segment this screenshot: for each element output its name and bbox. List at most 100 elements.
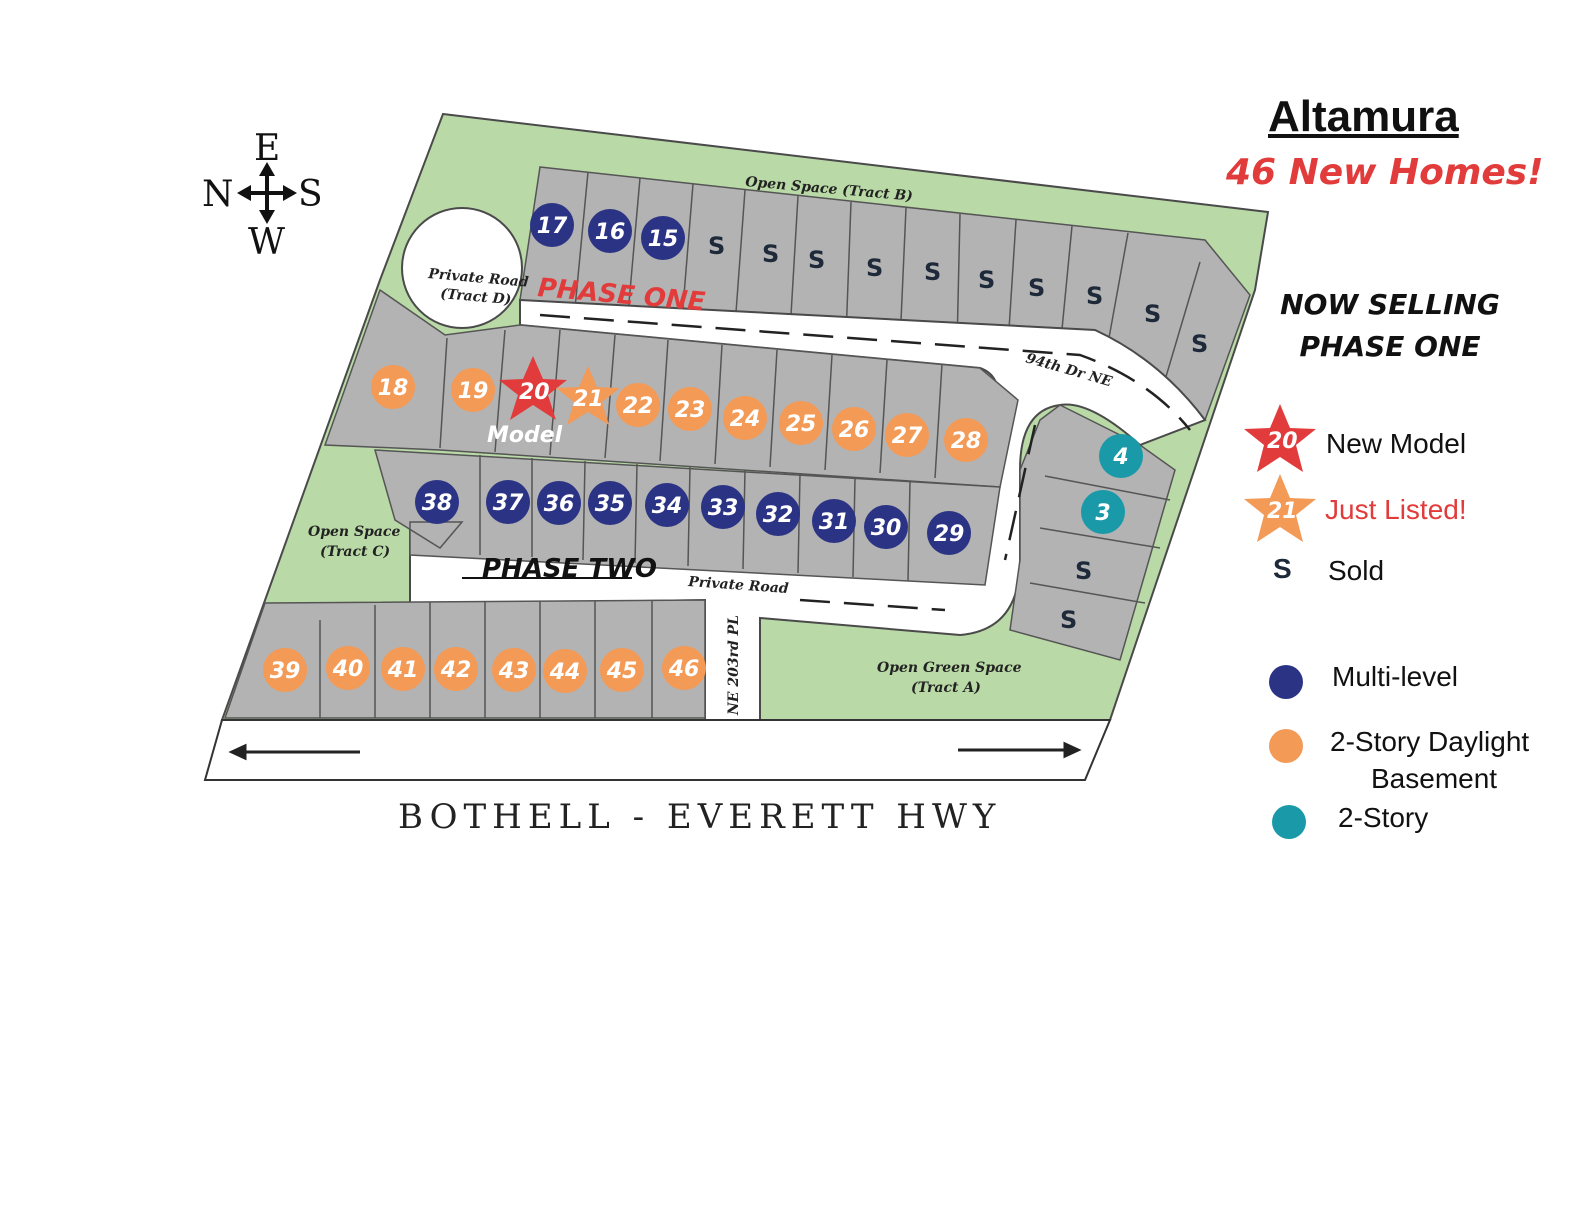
- lot-number: 45: [606, 659, 638, 684]
- lot-number: 19: [458, 379, 489, 404]
- lot-dot: [1081, 490, 1125, 534]
- sold-mark: S: [1060, 606, 1077, 634]
- lot-marker-44[interactable]: 44: [543, 649, 587, 693]
- lot-number: 27: [892, 424, 923, 449]
- lot-marker-38[interactable]: 38: [415, 480, 459, 524]
- sold-mark: S: [1075, 557, 1092, 585]
- sold-mark: S: [866, 254, 883, 282]
- lot-number: 15: [648, 227, 679, 252]
- lot-number: 39: [270, 659, 301, 684]
- lot-dot: [779, 401, 823, 445]
- lot-marker-34[interactable]: 34: [645, 483, 689, 527]
- compass-south: S: [298, 174, 323, 215]
- lot-marker-19[interactable]: 19: [451, 368, 495, 412]
- model-star: [499, 356, 567, 420]
- open-green-a-line1: Open Green Space: [877, 660, 1022, 676]
- lot-marker-24[interactable]: 24: [723, 396, 767, 440]
- lot-marker-43[interactable]: 43: [492, 648, 536, 692]
- lot-number: 3: [1095, 501, 1110, 526]
- lot-dot: [434, 647, 478, 691]
- legend-sold: Sold: [1328, 555, 1385, 586]
- now-selling-banner: NOW SELLING PHASE ONE: [1270, 284, 1510, 368]
- lot-dot: [641, 216, 685, 260]
- lot-marker-3[interactable]: 3: [1081, 490, 1125, 534]
- lot-dot: [662, 646, 706, 690]
- lot-marker-28[interactable]: 28: [944, 418, 988, 462]
- lot-number: 32: [763, 503, 794, 528]
- lot-marker-40[interactable]: 40: [326, 646, 370, 690]
- lot-dot: [543, 649, 587, 693]
- highway-strip: [203, 719, 1112, 781]
- lot-marker-25[interactable]: 25: [779, 401, 823, 445]
- lot-number: 22: [623, 394, 654, 419]
- lot-marker-15[interactable]: 15: [641, 216, 685, 260]
- lot-dot: [415, 480, 459, 524]
- lot-marker-22[interactable]: 22: [616, 383, 660, 427]
- lot-dot: [645, 483, 689, 527]
- lot-number: 20: [519, 380, 550, 405]
- sold-mark: S: [1028, 274, 1045, 302]
- sold-mark: S: [762, 240, 779, 268]
- lot-marker-30[interactable]: 30: [864, 505, 908, 549]
- sold-mark: S: [924, 258, 941, 286]
- sold-marks: S S S S S S S S S S S S: [708, 232, 1208, 634]
- lot-marker-27[interactable]: 27: [885, 413, 929, 457]
- lot-number: 17: [537, 214, 568, 239]
- lot-number: 34: [652, 494, 683, 519]
- lot-marker-23[interactable]: 23: [668, 387, 712, 431]
- lot-marker-18[interactable]: 18: [371, 365, 415, 409]
- lot-marker-35[interactable]: 35: [588, 481, 632, 525]
- lot-marker-16[interactable]: 16: [588, 209, 632, 253]
- lot-marker-26[interactable]: 26: [832, 407, 876, 451]
- private-road-d-line2: (Tract D): [440, 286, 512, 308]
- lot-number: 37: [493, 491, 524, 516]
- lot-number: 40: [332, 657, 364, 682]
- road-center-lines: [539, 313, 1191, 612]
- lot-number: 30: [871, 516, 902, 541]
- lot-number: 42: [440, 658, 472, 683]
- lot-dot: [944, 418, 988, 462]
- lot-dot: [864, 505, 908, 549]
- lot-marker-46[interactable]: 46: [662, 646, 706, 690]
- lot-marker-36[interactable]: 36: [537, 481, 581, 525]
- compass-rose: E N S W: [202, 128, 323, 263]
- lot-marker-31[interactable]: 31: [812, 499, 856, 543]
- lot-marker-32[interactable]: 32: [756, 492, 800, 536]
- sold-mark: S: [1144, 300, 1161, 328]
- legend-sold-mark: S: [1273, 553, 1292, 584]
- now-selling-line2: PHASE ONE: [1299, 330, 1481, 363]
- lot-dot: [812, 499, 856, 543]
- now-selling-line1: NOW SELLING: [1280, 288, 1500, 321]
- compass-west: W: [248, 222, 285, 263]
- lot-marker-33[interactable]: 33: [701, 485, 745, 529]
- just-listed-star: [556, 366, 620, 425]
- lot-dot: [1099, 434, 1143, 478]
- legend-daylight-line2: Basement: [1371, 763, 1498, 794]
- lot-marker-37[interactable]: 37: [486, 480, 530, 524]
- lot-marker-45[interactable]: 45: [600, 648, 644, 692]
- model-lot-20[interactable]: 20: [499, 356, 567, 420]
- lot-dot: [588, 481, 632, 525]
- legend-daylight-line1: 2-Story Daylight: [1330, 726, 1530, 757]
- private-road-label: Private Road: [687, 574, 790, 597]
- lot-number: 46: [668, 657, 700, 682]
- lot-marker-42[interactable]: 42: [434, 647, 478, 691]
- community-title: Altamura: [1268, 92, 1459, 141]
- lot-marker-4[interactable]: 4: [1099, 434, 1143, 478]
- lot-number: 35: [595, 492, 626, 517]
- lot-dot: [530, 203, 574, 247]
- lot-number: 18: [378, 376, 409, 401]
- just-listed-lot-21[interactable]: 21: [556, 366, 620, 425]
- sold-mark: S: [978, 266, 995, 294]
- lot-number: 43: [498, 659, 530, 684]
- lot-number: 31: [819, 510, 850, 535]
- lot-marker-39[interactable]: 39: [263, 648, 307, 692]
- lot-marker-41[interactable]: 41: [381, 647, 425, 691]
- lot-dot: [492, 648, 536, 692]
- lot-number: 16: [595, 220, 626, 245]
- open-space-c-line1: Open Space: [308, 524, 400, 540]
- lot-marker-29[interactable]: 29: [927, 511, 971, 555]
- lot-marker-17[interactable]: 17: [530, 203, 574, 247]
